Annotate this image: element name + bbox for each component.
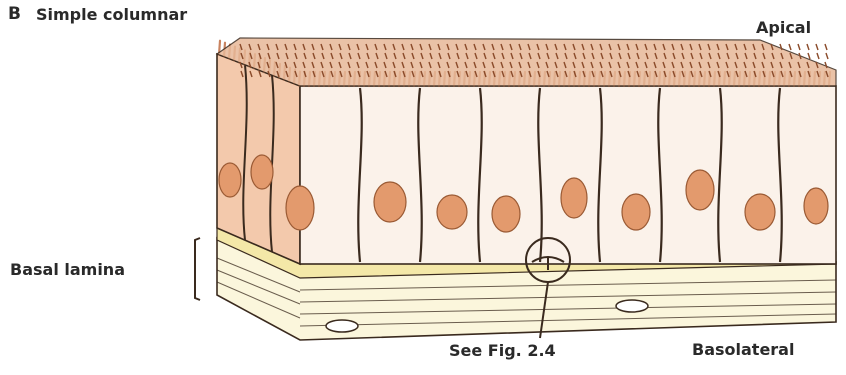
cell-nucleus	[686, 170, 714, 210]
cell-nucleus	[622, 194, 650, 230]
cell-nucleus	[745, 194, 775, 230]
cell-nucleus	[219, 163, 241, 197]
cell-nucleus	[374, 182, 406, 222]
apical-surface	[217, 38, 836, 86]
panel-title: Simple columnar	[36, 7, 187, 23]
cell-nucleus	[286, 186, 314, 230]
cell-layer-front	[300, 86, 836, 264]
cell-nucleus	[561, 178, 587, 218]
see-fig-label: See Fig. 2.4	[449, 343, 556, 359]
fibroblast-nucleus	[326, 320, 358, 332]
cell-nucleus	[492, 196, 520, 232]
panel-letter: B	[8, 6, 21, 23]
basal-lamina-label: Basal lamina	[10, 262, 125, 278]
basolateral-label: Basolateral	[692, 342, 794, 358]
fibroblast-nucleus	[616, 300, 648, 312]
basal-lamina-bracket	[195, 238, 200, 300]
cell-nucleus	[437, 195, 467, 229]
cell-nucleus	[251, 155, 273, 189]
apical-label: Apical	[756, 20, 811, 36]
cell-nucleus	[804, 188, 828, 224]
